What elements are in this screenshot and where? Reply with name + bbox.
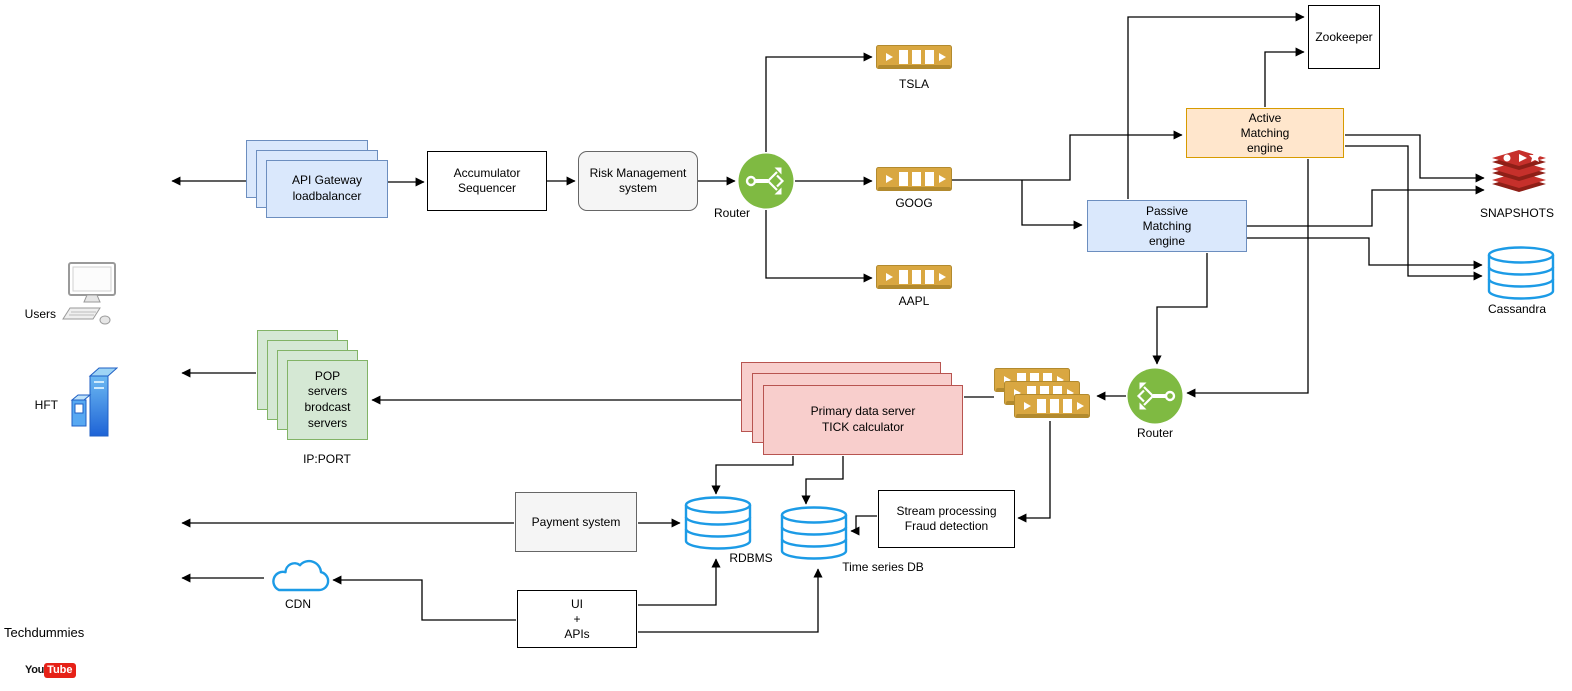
edge: [1152, 253, 1208, 365]
passive-matching-engine-box: Passive Matching engine: [1087, 200, 1247, 252]
queue-tsla-label: TSLA: [898, 77, 929, 91]
zookeeper-box: Zookeeper: [1308, 5, 1380, 69]
hft-label: HFT: [34, 398, 58, 412]
cassandra-db-icon: [1487, 246, 1555, 300]
queue-goog-icon: [876, 167, 952, 192]
edge: [850, 515, 877, 536]
api-gateway-stack: API Gateway loadbalancer: [246, 140, 388, 218]
edge: [1186, 159, 1309, 398]
edge: [765, 210, 873, 283]
edge: [765, 52, 873, 152]
edge: [638, 568, 823, 633]
channel-name: Techdummies: [4, 625, 85, 640]
router-2-label: Router: [1136, 426, 1174, 440]
snapshots-label: SNAPSHOTS: [1479, 206, 1554, 220]
queue-aapl-icon: [876, 265, 952, 290]
edge: [1127, 12, 1305, 199]
payment-system-box: Payment system: [515, 492, 637, 552]
router-1-icon: [738, 153, 794, 209]
ip-port-label: IP:PORT: [303, 452, 351, 466]
edge: [1345, 134, 1485, 183]
timeseries-label: Time series DB: [842, 560, 924, 574]
edge: [1345, 145, 1483, 281]
queue-aapl-label: AAPL: [898, 294, 930, 308]
youtube-you-text: You: [25, 664, 45, 677]
users-label: Users: [24, 307, 56, 321]
users-computer-icon: [62, 262, 116, 325]
pop-servers-stack: POP servers brodcast servers: [257, 330, 368, 440]
edge: [1247, 185, 1485, 227]
ui-apis-box: UI + APIs: [517, 590, 637, 648]
hft-server-icon: [70, 367, 118, 437]
cdn-cloud-icon: [272, 559, 330, 592]
edge: [1021, 180, 1083, 230]
stream-processing-box: Stream processing Fraud detection: [878, 490, 1015, 548]
edge: [801, 456, 844, 505]
rdbms-db-icon: [684, 496, 752, 550]
primary-data-server-stack: Primary data server TICK calculator: [741, 362, 963, 455]
router-1-label: Router: [713, 206, 751, 220]
accumulator-sequencer-box: Accumulator Sequencer: [427, 151, 547, 211]
cassandra-label: Cassandra: [1487, 302, 1547, 316]
router-2-icon: [1127, 368, 1183, 424]
youtube-tube-badge: Tube: [44, 663, 76, 679]
active-matching-engine-box: Active Matching engine: [1186, 108, 1344, 158]
rdbms-label: RDBMS: [729, 551, 773, 565]
cdn-label: CDN: [285, 597, 311, 611]
edge: [1264, 47, 1305, 107]
edge: [1017, 421, 1051, 523]
redis-icon: [1492, 150, 1546, 192]
queue-goog-label: GOOG: [895, 196, 933, 210]
queue-tsla-icon: [876, 45, 952, 70]
pop-servers-label: POP servers brodcast servers: [287, 360, 368, 440]
edge: [638, 558, 721, 606]
api-gateway-label: API Gateway loadbalancer: [266, 160, 388, 218]
edge: [711, 456, 794, 495]
queue-stack-icon: [1014, 394, 1090, 419]
primary-data-server-label: Primary data server TICK calculator: [763, 385, 963, 455]
risk-management-box: Risk Management system: [578, 151, 698, 211]
edge: [952, 130, 1183, 181]
edge: [1247, 237, 1483, 270]
edge: [332, 575, 516, 621]
